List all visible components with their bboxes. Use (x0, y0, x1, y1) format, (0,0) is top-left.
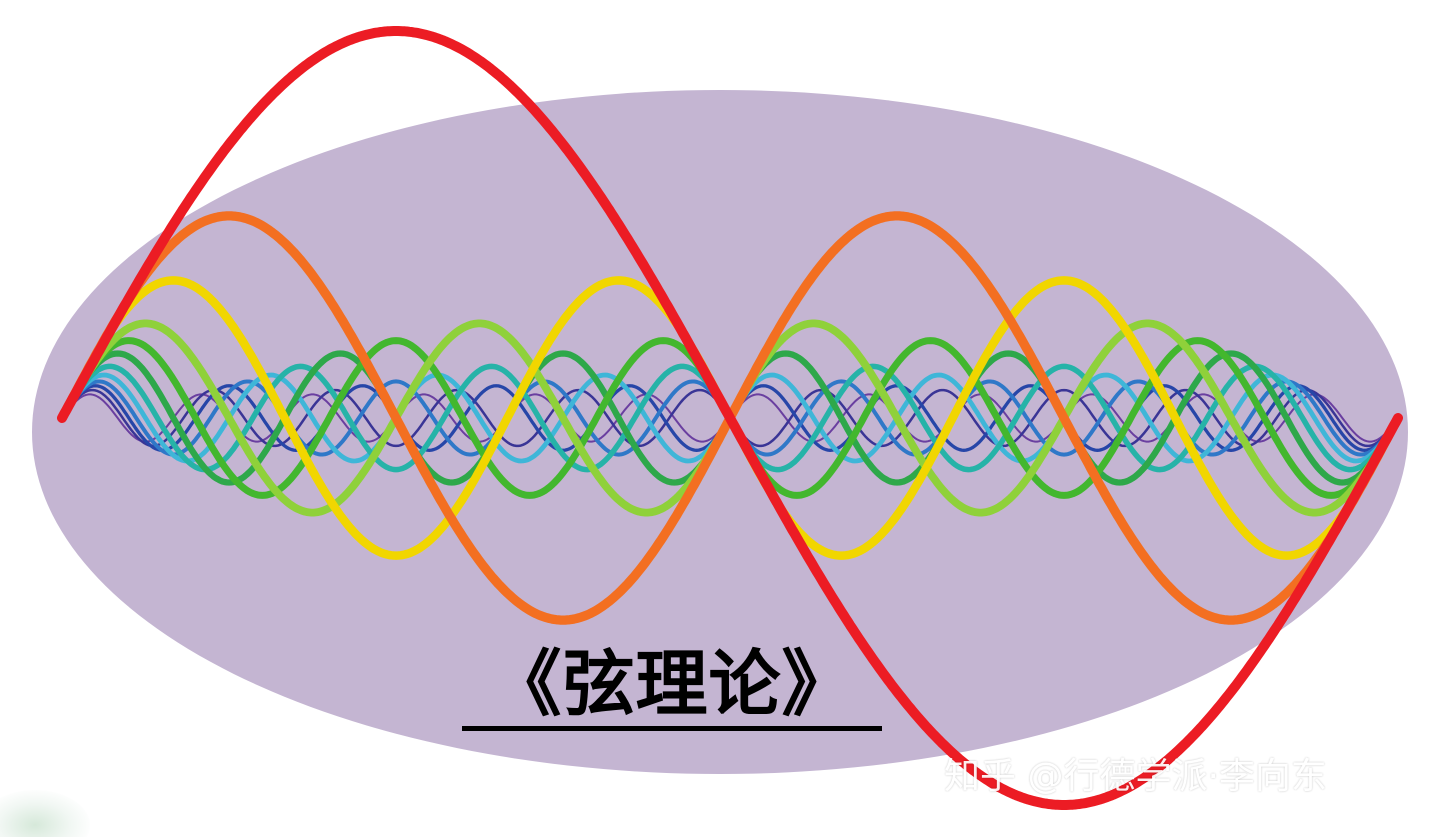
zhihu-watermark: 知乎 @行德学派·李向东 (944, 756, 1327, 797)
figure-title: 《弦理论》 (489, 642, 855, 726)
standing-waves (57, 26, 1403, 810)
title-underline (462, 726, 882, 731)
wave-harmonic-1 (57, 26, 1403, 810)
